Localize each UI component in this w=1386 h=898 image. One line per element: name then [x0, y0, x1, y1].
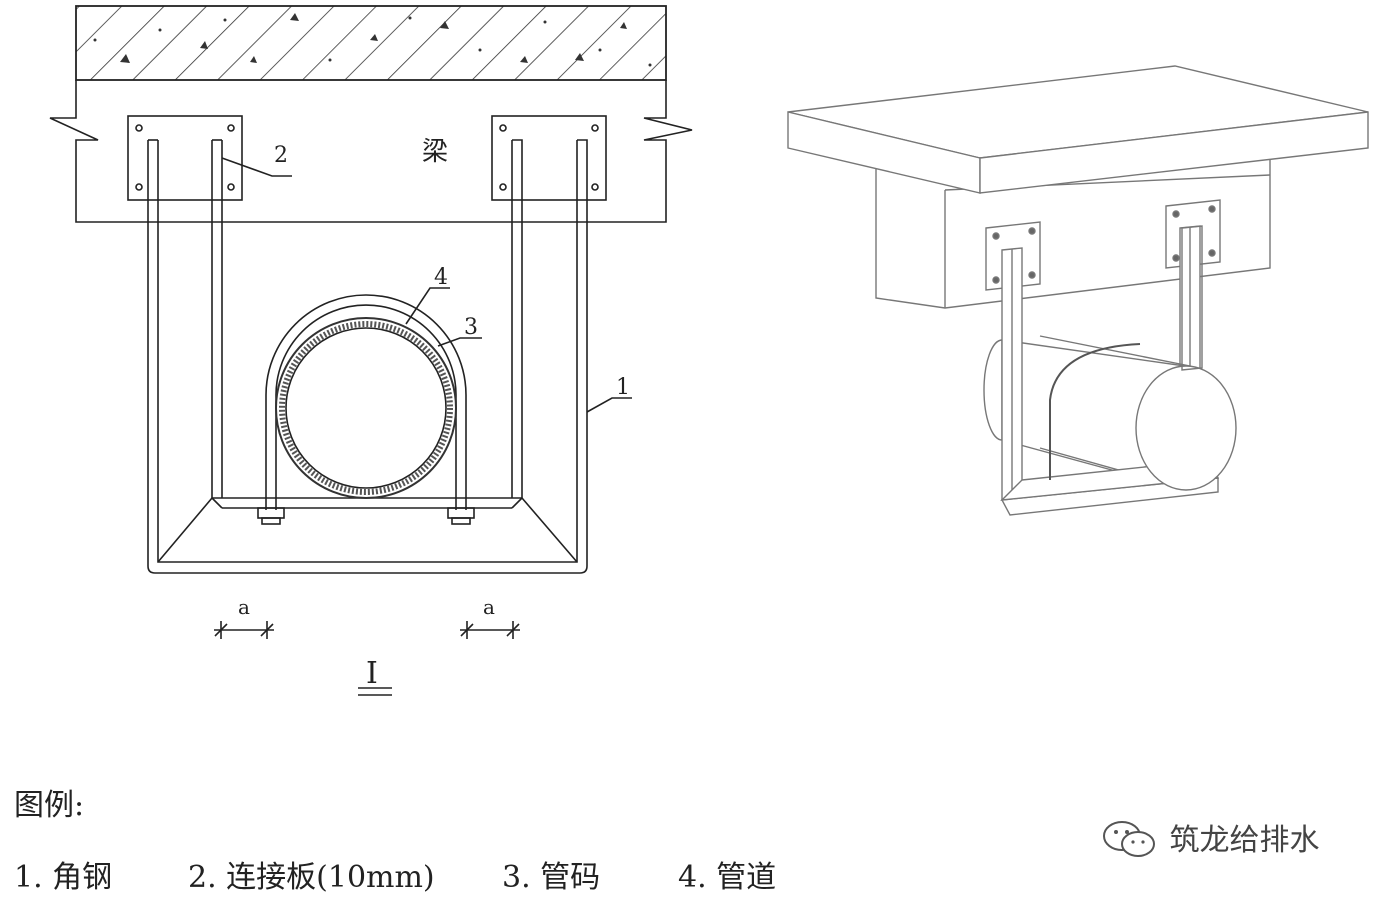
dimension-a-left-label: a — [238, 595, 250, 619]
legend-title: 图例: — [14, 788, 85, 823]
pipe-section — [275, 317, 457, 499]
callout-1-leader — [586, 397, 632, 413]
legend-item-pipe: 4. 管道 — [678, 860, 777, 895]
connection-plate-left — [127, 115, 243, 201]
callout-2-number: 2 — [274, 143, 288, 168]
iso-pipe-clamp — [1049, 343, 1141, 480]
callout-4-number: 4 — [434, 265, 448, 290]
callout-3-number: 3 — [464, 315, 478, 340]
legend-item-angle-steel: 1. 角钢 — [14, 860, 113, 895]
iso-angle-steel-front-right — [1181, 225, 1203, 371]
beam-label: 梁 — [422, 137, 448, 167]
section-view — [49, 5, 693, 696]
wechat-logo-icon — [1100, 818, 1160, 866]
iso-angle-steel-back — [1179, 225, 1201, 371]
callout-4-leader — [405, 287, 450, 325]
watermark: 筑龙给排水 — [1100, 815, 1320, 866]
callout-2-leader — [221, 157, 292, 177]
callout-3-leader — [437, 337, 482, 347]
dimension-a-right-label: a — [483, 595, 495, 619]
connection-plate-right — [491, 115, 607, 201]
beam-outline — [49, 80, 693, 223]
dimension-a-left — [214, 621, 274, 639]
legend-item-connection-plate: 2. 连接板(10mm) — [188, 860, 435, 895]
callout-1-number: 1 — [616, 375, 630, 400]
iso-pipe-front-end — [1135, 365, 1237, 491]
iso-slab — [787, 65, 1369, 194]
section-mark-label: I — [366, 656, 378, 691]
angle-steel-frame — [147, 139, 588, 574]
watermark-text: 筑龙给排水 — [1169, 823, 1320, 858]
concrete-slab — [75, 5, 667, 81]
legend-item-pipe-clamp: 3. 管码 — [502, 860, 601, 895]
dimension-a-right — [460, 621, 520, 639]
isometric-view — [787, 65, 1369, 516]
aggregate-dots — [93, 13, 652, 67]
pipe-clamp — [257, 294, 475, 525]
